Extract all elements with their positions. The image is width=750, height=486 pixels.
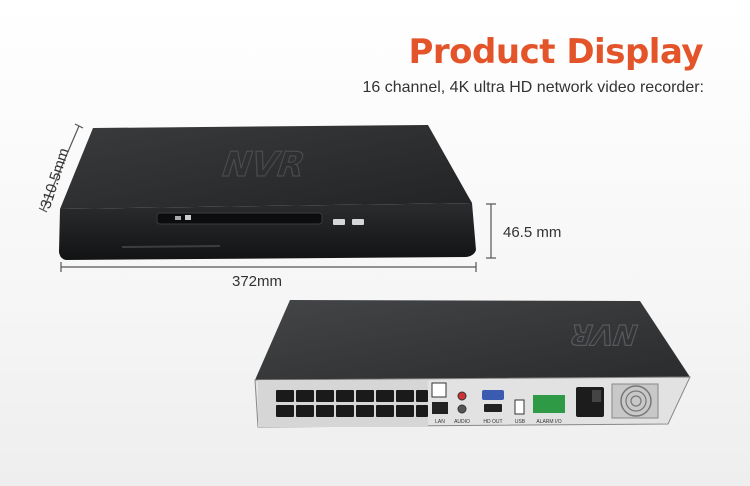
- nvr-rear-top-surface: [255, 300, 690, 380]
- hdmi-port: [484, 404, 502, 412]
- front-panel-strip: [156, 212, 323, 225]
- nvr-rear-view: NVR LAN AUDIO HD OUT USB: [254, 300, 691, 428]
- front-indicator-right: [185, 215, 191, 220]
- rear-usb-port: [514, 399, 525, 415]
- lan-port: [432, 402, 448, 414]
- qr-code: [431, 382, 447, 398]
- audio-port-out: [457, 391, 467, 401]
- vga-port: [482, 390, 504, 400]
- rear-lid-logo-text: NVR: [565, 318, 642, 351]
- alarm-io-terminal: [533, 395, 565, 413]
- audio-label: AUDIO: [454, 419, 470, 425]
- front-usb-port-2: [352, 219, 364, 225]
- lid-logo-text: NVR: [216, 146, 310, 185]
- audio-port-in: [457, 404, 467, 414]
- dimension-lines: [38, 123, 496, 272]
- width-dimension-label: 372mm: [232, 273, 283, 290]
- power-switch: [592, 390, 601, 402]
- fan-icon: [620, 385, 652, 417]
- nvr-front-view: NVR: [59, 125, 476, 260]
- page-title: Product Display: [408, 32, 704, 72]
- nvr-top-surface: [60, 125, 472, 209]
- page-subtitle: 16 channel, 4K ultra HD network video re…: [362, 79, 704, 96]
- height-dimension-label: 46.5 mm: [503, 224, 562, 241]
- lan-label: LAN: [435, 419, 445, 425]
- nvr-front-face: [59, 203, 476, 260]
- front-vent: [121, 245, 221, 248]
- usb-label: USB: [515, 419, 526, 425]
- poe-ports: [276, 390, 428, 417]
- front-indicator-left: [175, 216, 181, 220]
- front-usb-port-1: [333, 219, 345, 225]
- rear-panel-left-block: [258, 380, 428, 427]
- hd-out-label: HD OUT: [483, 419, 502, 425]
- alarm-io-label: ALARM I/O: [536, 419, 561, 425]
